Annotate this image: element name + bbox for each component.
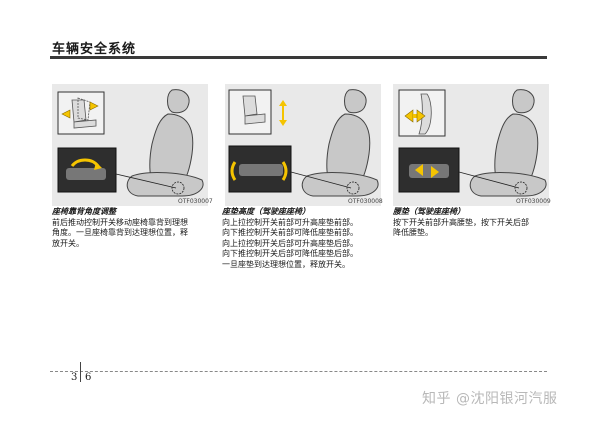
image-code-3: OTF030009 <box>516 198 551 205</box>
caption-line: 前后推动控制开关移动座椅靠背到理想 <box>52 217 188 227</box>
caption-line: 向上拉控制开关前部可升高座垫前部。 <box>222 217 358 227</box>
caption-line: 放开关。 <box>52 238 84 248</box>
caption-line: 降低腰垫。 <box>393 228 433 237</box>
caption-line: 按下开关前部升高腰垫，按下开关后部 <box>393 217 529 227</box>
caption-1: 座椅靠背角度调整 前后推动控制开关移动座椅靠背到理想 角度。一旦座椅靠背到达理想… <box>52 207 212 249</box>
seat-drawing <box>126 89 204 197</box>
caption-title-1: 座椅靠背角度调整 <box>52 207 116 216</box>
caption-title-2: 座垫高度（驾驶座座椅） <box>222 207 310 216</box>
page-number-chapter: 3 <box>71 372 78 383</box>
caption-2: 座垫高度（驾驶座座椅） 向上拉控制开关前部可升高座垫前部。 向下推控制开关前部可… <box>222 207 387 270</box>
lumbar-support-illustration <box>393 84 549 206</box>
seatback-recline-illustration <box>52 84 208 206</box>
caption-line: 向下推控制开关前部可降低座垫前部。 <box>222 228 358 237</box>
watermark: 知乎 @沈阳银河汽服 <box>422 391 558 407</box>
caption-line: 一旦座垫到达理想位置，释放开关。 <box>222 259 350 269</box>
header-rule <box>50 56 547 59</box>
image-code-1: OTF030007 <box>178 198 213 205</box>
footer-divider <box>50 371 547 372</box>
footer-separator <box>80 362 81 382</box>
cushion-height-illustration <box>225 84 381 206</box>
caption-line: 角度。一旦座椅靠背到达理想位置，释 <box>52 228 188 237</box>
seat-drawing <box>301 89 379 197</box>
seat-drawing <box>469 89 547 197</box>
caption-title-3: 腰垫（驾驶座座椅） <box>393 207 465 216</box>
caption-3: 腰垫（驾驶座座椅） 按下开关前部升高腰垫，按下开关后部 降低腰垫。 <box>393 207 553 239</box>
caption-line: 向上拉控制开关后部可升高座垫后部。 <box>222 238 358 248</box>
caption-line: 向下推控制开关后部可降低座垫后部。 <box>222 249 358 258</box>
page-number: 6 <box>85 372 92 383</box>
image-code-2: OTF030008 <box>348 198 383 205</box>
page-header-title: 车辆安全系统 <box>52 42 137 57</box>
